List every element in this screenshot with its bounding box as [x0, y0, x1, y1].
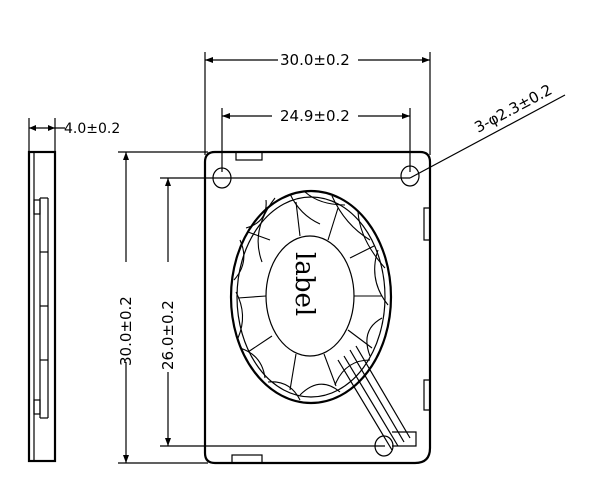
mounting-hole-top-right — [400, 165, 420, 187]
mounting-holes-dim-label: 3-φ2.3±0.2 — [471, 81, 555, 137]
hole-spacing-height-dim-label: 26.0±0.2 — [159, 300, 177, 370]
side-view: 4.0±0.2 — [27, 118, 120, 463]
left-dimensions: 30.0±0.2 26.0±0.2 — [116, 151, 410, 464]
fan-housing — [203, 150, 432, 465]
thickness-dim-label: 4.0±0.2 — [64, 121, 120, 137]
overall-height-dim-label: 30.0±0.2 — [117, 296, 135, 366]
cable — [337, 345, 417, 451]
mounting-hole-callout: 3-φ2.3±0.2 — [409, 81, 566, 179]
overall-width-dim-label: 30.0±0.2 — [280, 51, 350, 69]
hub-label: label — [289, 252, 319, 316]
hole-spacing-width-dim-label: 24.9±0.2 — [280, 107, 350, 125]
mounting-hole-top-left — [212, 167, 232, 189]
top-dimensions: 30.0±0.2 24.9±0.2 — [204, 48, 431, 172]
impeller: label — [229, 189, 393, 405]
